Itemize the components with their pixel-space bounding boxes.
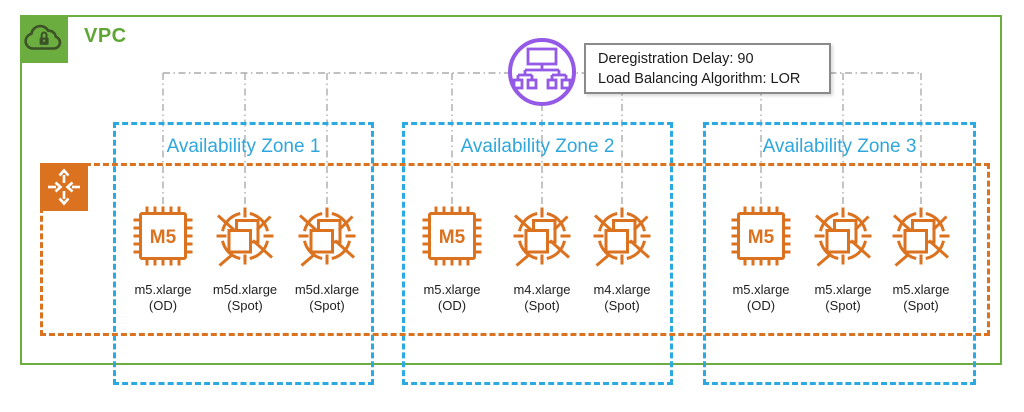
az3-m5-instance-icon xyxy=(732,207,791,266)
load-balancer-icon xyxy=(508,38,576,106)
auto-scaling-group-boundary xyxy=(40,163,990,336)
availability-zone-2-box: Availability Zone 2 xyxy=(402,122,673,385)
az3-spot-instance-icon-2 xyxy=(893,208,950,266)
instance-label: m5.xlarge(Spot) xyxy=(892,282,950,313)
az1-title: Availability Zone 1 xyxy=(166,136,321,157)
instance-label: m4.xlarge(Spot) xyxy=(513,282,571,313)
az1-spot-instance-icon-2 xyxy=(299,208,356,266)
lb-algorithm-text: Load Balancing Algorithm: LOR xyxy=(598,71,801,87)
az2-m5-instance-icon xyxy=(423,207,482,266)
az1-spot-instance-icon-1 xyxy=(217,208,274,266)
instance-label: m5.xlarge(Spot) xyxy=(814,282,872,313)
deregistration-delay-text: Deregistration Delay: 90 xyxy=(598,51,754,67)
instance-label: m5d.xlarge(Spot) xyxy=(294,282,360,313)
az3-title: Availability Zone 3 xyxy=(762,136,917,157)
az2-spot-instance-icon-2 xyxy=(594,208,651,266)
instance-label: m4.xlarge(Spot) xyxy=(593,282,651,313)
availability-zone-1-box: Availability Zone 1 xyxy=(113,122,374,385)
az2-title: Availability Zone 2 xyxy=(460,136,615,157)
vpc-boundary xyxy=(20,15,1002,365)
vpc-icon xyxy=(20,15,68,63)
az1-m5-instance-icon xyxy=(134,207,193,266)
availability-zone-3-box: Availability Zone 3 xyxy=(703,122,976,385)
instance-label: m5.xlarge(OD) xyxy=(134,282,192,313)
az3-spot-instance-icon-1 xyxy=(815,208,872,266)
instance-label: m5.xlarge(OD) xyxy=(423,282,481,313)
vpc-label: VPC xyxy=(84,25,127,47)
instance-label: m5.xlarge(OD) xyxy=(732,282,790,313)
auto-scaling-icon xyxy=(40,163,88,211)
load-balancer-info-box: Deregistration Delay: 90 Load Balancing … xyxy=(584,43,831,94)
instance-label: m5d.xlarge(Spot) xyxy=(212,282,278,313)
az2-spot-instance-icon-1 xyxy=(514,208,571,266)
